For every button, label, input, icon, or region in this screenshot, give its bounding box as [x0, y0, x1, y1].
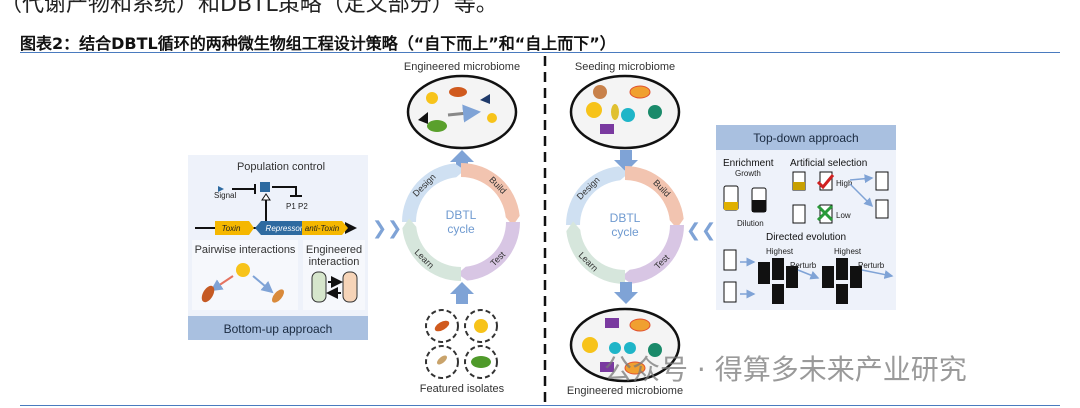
design-segment: [566, 166, 629, 225]
left-engineered-microbiome-ellipse: [406, 74, 518, 150]
signal-label: Signal: [214, 191, 236, 200]
dbtl-cycle-title: cycle: [611, 225, 639, 239]
bottom-up-approach-label: Bottom-up approach: [224, 322, 333, 336]
dbtl-cycle-title: cycle: [447, 222, 475, 236]
signal-icon: [218, 186, 224, 192]
enrichment-label: Enrichment: [723, 158, 774, 169]
bottom-up-panel: Population control Signal P1 P2 Toxin Re…: [188, 155, 368, 340]
learn-segment: [402, 218, 461, 281]
build-segment: [625, 166, 684, 229]
engineered-interaction-label-1: Engineered: [306, 244, 362, 256]
seeding-microbiome-ellipse: [569, 74, 681, 150]
up-arrow-icon: [450, 282, 474, 304]
learn-segment: [566, 221, 625, 284]
top-down-approach-bar: [716, 125, 896, 150]
seeding-microbiome-label: Seeding microbiome: [575, 61, 675, 73]
perturb-label-1: Perturb: [790, 261, 817, 270]
bacterium-icon: [201, 285, 215, 303]
top-down-approach-label: Top-down approach: [753, 131, 858, 145]
test-segment: [457, 222, 520, 281]
caption-rule: [20, 52, 1060, 53]
cross-icon: [816, 204, 834, 222]
right-engineered-microbiome-ellipse: [569, 307, 681, 383]
chevron-right-icon: ❯❯: [372, 218, 402, 239]
sun-cell-icon: [236, 263, 250, 277]
test-segment: [621, 225, 684, 284]
watermark: 公众号 · 得算多未来产业研究: [604, 353, 967, 386]
left-engineered-microbiome-label: Engineered microbiome: [404, 61, 520, 73]
population-control-label: Population control: [237, 161, 325, 173]
low-label: Low: [836, 211, 851, 220]
repressor-gene-label: Repressor: [266, 224, 303, 233]
directed-evolution-label: Directed evolution: [766, 232, 846, 243]
promoter-p1-label: P1: [286, 202, 296, 211]
bottom-up-approach-bar: [188, 316, 368, 340]
toxin-gene-label: Toxin: [222, 224, 241, 233]
anti-toxin-gene-label: anti-Toxin: [305, 224, 340, 233]
previous-text-line: （代谢产物和系统）和DBTL策略（定义部分）等。: [0, 0, 498, 17]
featured-isolates-group: [425, 309, 498, 379]
perturb-label-2: Perturb: [858, 261, 885, 270]
down-arrow-icon: [614, 282, 638, 304]
repressor-protein-icon: [260, 182, 270, 192]
figure-caption: 图表2：结合DBTL循环的两种微生物组工程设计策略（“自下而上”和“自上而下”）: [20, 34, 616, 53]
engineered-interaction-label-2: interaction: [309, 256, 360, 268]
design-segment: [402, 163, 465, 222]
featured-isolates-label: Featured isolates: [420, 383, 505, 395]
right-engineered-microbiome-label: Engineered microbiome: [567, 385, 683, 397]
dbtl-cycle-title: DBTL: [610, 211, 641, 225]
highest-label-1: Highest: [766, 247, 794, 256]
artificial-selection-label: Artificial selection: [790, 158, 867, 169]
bottom-rule: [20, 405, 1060, 406]
down-arrow-icon: [614, 150, 638, 172]
dbtl-cycle-title: DBTL: [446, 208, 477, 222]
check-icon: [816, 174, 835, 190]
high-label: High: [836, 179, 852, 188]
pairwise-interactions-label: Pairwise interactions: [195, 244, 296, 256]
chevron-left-icon: ❮❮: [686, 220, 716, 241]
bacterium-icon: [272, 289, 284, 303]
build-segment: [461, 163, 520, 226]
top-down-panel: Top-down approach Enrichment Growth Dilu…: [716, 125, 896, 310]
promoter-p2-label: P2: [298, 202, 308, 211]
dilution-label: Dilution: [737, 219, 764, 228]
highest-label-2: Highest: [834, 247, 862, 256]
growth-label: Growth: [735, 169, 761, 178]
